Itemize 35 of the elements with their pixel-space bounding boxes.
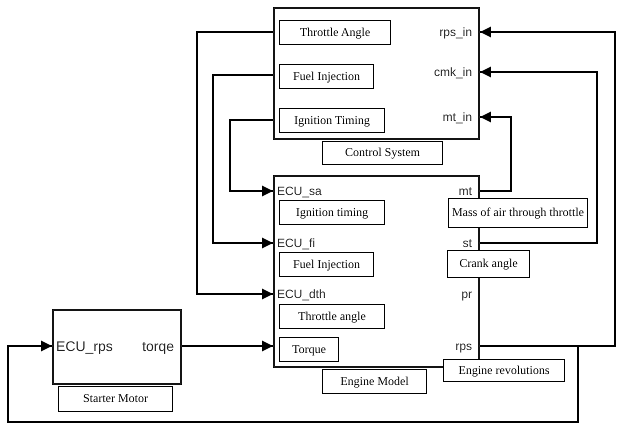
port-label: mt: [458, 185, 472, 197]
port-label: pr: [461, 288, 472, 300]
signal-label: Engine revolutions: [443, 359, 565, 382]
port-label: ECU_fi: [277, 237, 316, 249]
signal-label: Mass of air through throttle: [448, 198, 588, 228]
block-caption: Engine Model: [322, 369, 427, 394]
port-label: cmk_in: [434, 66, 472, 78]
signal-arrow: [7, 340, 579, 423]
subsystem-block: [273, 7, 480, 140]
signal-label: Fuel Injection: [279, 64, 374, 89]
signal-arrow: [480, 66, 598, 244]
signal-arrow: [229, 119, 273, 196]
signal-arrow: [480, 26, 616, 347]
port-label: st: [462, 237, 472, 249]
signal-arrow: [212, 74, 273, 248]
port-label: rps: [455, 340, 472, 352]
port-label: mt_in: [442, 111, 472, 123]
port-label: ECU_dth: [277, 288, 326, 300]
signal-label: Torque: [279, 337, 339, 362]
port-label: torqe: [142, 339, 174, 353]
signal-arrow: [196, 31, 273, 300]
subsystem-block: [52, 309, 182, 385]
block-caption: Starter Motor: [58, 386, 173, 412]
port-label: ECU_sa: [277, 185, 322, 197]
signal-label: Crank angle: [447, 250, 530, 278]
port-label: rps_in: [439, 26, 472, 38]
signal-label: Fuel Injection: [279, 252, 374, 277]
signal-arrow: [480, 112, 512, 192]
signal-label: Throttle Angle: [279, 20, 391, 45]
signal-label: Throttle angle: [279, 304, 385, 329]
signal-label: Ignition timing: [279, 200, 385, 225]
signal-arrow: [182, 340, 273, 352]
port-label: ECU_rps: [56, 339, 113, 353]
block-caption: Control System: [322, 141, 443, 165]
signal-label: Ignition Timing: [279, 108, 385, 133]
